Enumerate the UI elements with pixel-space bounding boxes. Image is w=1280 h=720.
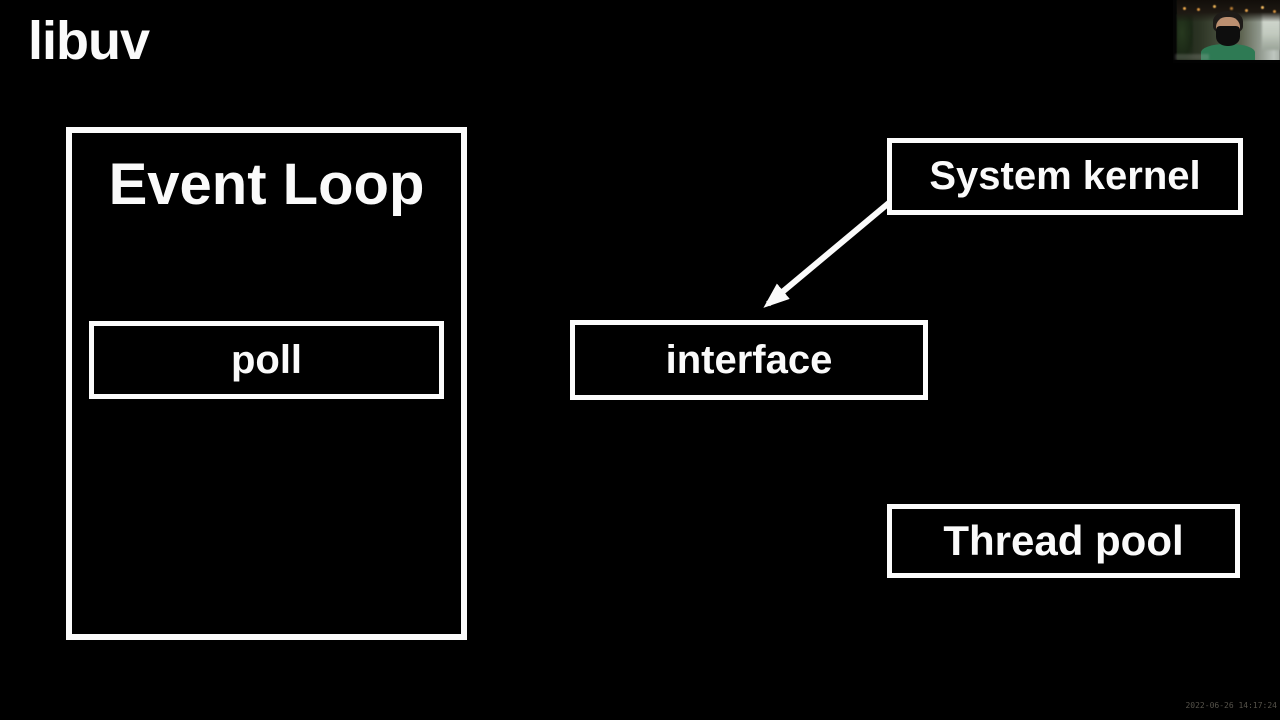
presenter-shirt bbox=[1201, 44, 1255, 63]
event-loop-label: Event Loop bbox=[108, 152, 425, 217]
webcam-ceiling-lights bbox=[1183, 7, 1186, 10]
slide-title: libuv bbox=[28, 11, 150, 71]
interface-box: interface bbox=[570, 320, 928, 400]
system-kernel-box: System kernel bbox=[887, 138, 1243, 215]
interface-label: interface bbox=[665, 337, 833, 382]
webcam-overlay bbox=[1173, 0, 1280, 63]
webcam-plant bbox=[1177, 14, 1193, 60]
webcam-bottom-edge bbox=[1173, 60, 1280, 63]
thread-pool-box: Thread pool bbox=[887, 504, 1240, 578]
poll-box: poll bbox=[89, 321, 444, 399]
system-kernel-label: System kernel bbox=[929, 154, 1201, 198]
thread-pool-label: Thread pool bbox=[943, 517, 1184, 564]
poll-label: poll bbox=[230, 337, 303, 382]
presenter-face-mask bbox=[1216, 26, 1240, 46]
recording-timestamp: 2022-06-26 14:17:24 bbox=[1185, 701, 1277, 710]
webcam-osd-text bbox=[1175, 54, 1209, 60]
